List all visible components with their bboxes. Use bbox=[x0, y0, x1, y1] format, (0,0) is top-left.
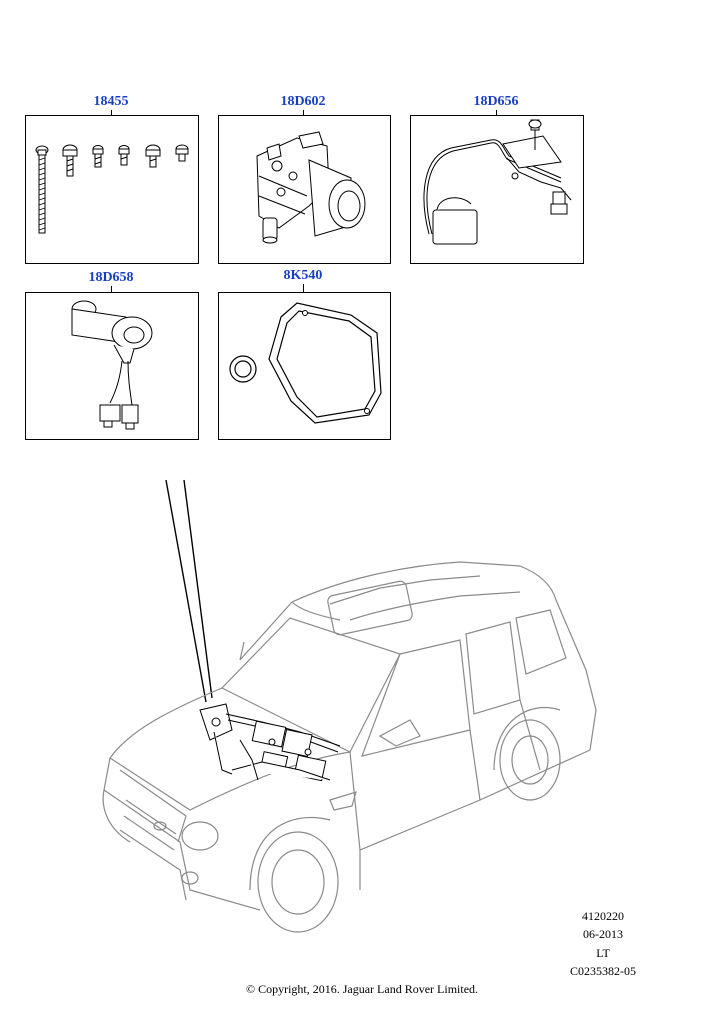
panel-gasket[interactable] bbox=[218, 292, 391, 440]
sensor-harness-illustration bbox=[423, 119, 572, 245]
part-label-18D658[interactable]: 18D658 bbox=[88, 270, 134, 285]
part-label-18D602[interactable]: 18D602 bbox=[280, 94, 326, 109]
panel-solenoid-harness[interactable] bbox=[25, 292, 199, 440]
issue-date: 06-2013 bbox=[583, 927, 623, 941]
copyright-notice: © Copyright, 2016. Jaguar Land Rover Lim… bbox=[245, 982, 479, 996]
panel-sensor-harness[interactable] bbox=[410, 115, 584, 264]
leader-line bbox=[303, 110, 304, 115]
solenoid-illustration bbox=[71, 300, 153, 430]
document-id: C0235382-05 bbox=[570, 964, 636, 978]
pump-illustration bbox=[256, 131, 366, 244]
part-label-18D656[interactable]: 18D656 bbox=[473, 94, 519, 109]
leader-line bbox=[303, 284, 304, 292]
leader-line bbox=[111, 286, 112, 292]
part-label-18455[interactable]: 18455 bbox=[93, 94, 129, 109]
variant-code: LT bbox=[596, 946, 610, 960]
vehicle-illustration bbox=[102, 479, 597, 933]
reference-number: 4120220 bbox=[582, 909, 624, 923]
panel-pump[interactable] bbox=[218, 115, 391, 264]
panel-screws[interactable] bbox=[25, 115, 199, 264]
gasket-illustration bbox=[229, 302, 382, 424]
leader-line bbox=[496, 110, 497, 115]
part-label-8K540[interactable]: 8K540 bbox=[283, 268, 323, 283]
leader-line bbox=[111, 110, 112, 115]
screws-illustration bbox=[35, 144, 189, 234]
